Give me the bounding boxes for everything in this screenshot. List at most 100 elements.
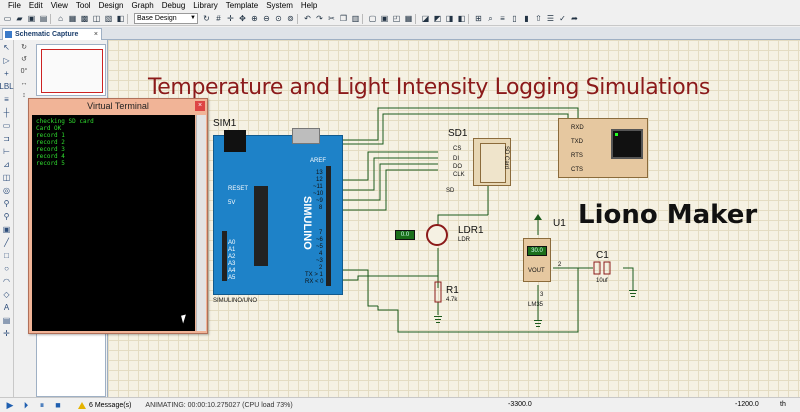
step-icon[interactable]: ⏵ [23,399,29,410]
tab-schematic-capture[interactable]: Schematic Capture × [2,28,102,40]
menu-debug[interactable]: Debug [161,1,186,10]
home-icon[interactable]: ⌂ [58,14,63,23]
undo-icon[interactable]: ↶ [304,14,311,23]
pick-device-icon[interactable]: ◪ [421,14,430,23]
zoom-in-icon[interactable]: ⊕ [251,14,258,23]
netlist-icon[interactable]: ☰ [546,14,555,23]
property-tool-icon[interactable]: ≡ [500,14,505,23]
messages-indicator[interactable]: 6 Message(s) [78,401,131,409]
menu-tool[interactable]: Tool [75,1,91,10]
circle-icon[interactable]: ○ [4,264,9,273]
block-copy-icon[interactable]: ▢ [368,14,377,23]
cut-icon[interactable]: ✂ [328,14,335,23]
block-delete-icon[interactable]: ▦ [404,14,413,23]
terminal-scrollbar[interactable] [196,115,206,331]
play-icon[interactable]: ▶ [6,399,14,410]
junction-dot-icon[interactable]: + [4,69,9,78]
menu-template[interactable]: Template [225,1,259,10]
line-icon[interactable]: ╱ [4,238,9,247]
mirror-vertical-icon[interactable]: ↕ [22,91,26,99]
lm35-meter: 30.0 [527,246,547,256]
new-sheet-icon[interactable]: ▯ [512,14,517,23]
package-tool-icon[interactable]: ◨ [445,14,454,23]
rotate-clockwise-icon[interactable]: ↻ [21,43,27,51]
subcircuit-icon[interactable]: ▭ [2,121,11,130]
pause-icon[interactable]: ⏸ [39,399,45,410]
close-icon[interactable]: × [195,101,205,111]
overview-window[interactable] [36,44,106,96]
zoom-area-icon[interactable]: ⊚ [287,14,294,23]
menu-view[interactable]: View [50,1,68,10]
mirror-horizontal-icon[interactable]: ↔ [20,79,28,87]
schematic-canvas[interactable]: Temperature and Light Intensity Logging … [107,40,800,397]
marker-icon[interactable]: ✛ [3,329,10,338]
arduino-board[interactable]: SIMULINO AREF RESET 5V [213,128,343,295]
design-select[interactable]: Base Design▼ [134,13,198,24]
search-icon[interactable]: ⌕ [488,13,493,23]
save-icon[interactable]: ▣ [27,14,36,23]
pcb-icon[interactable]: ▩ [80,14,89,23]
bom-icon[interactable]: ▧ [104,14,113,23]
selection-mode-icon[interactable]: ↖ [3,43,10,52]
source-code-icon[interactable]: ◧ [116,14,125,23]
terminals-icon[interactable]: ⊐ [3,134,10,143]
component-mode-icon[interactable]: ▷ [3,56,10,65]
overview-viewport[interactable] [41,49,103,93]
netlist-to-pcb-icon[interactable]: ➦ [571,14,578,23]
electrical-check-icon[interactable]: ✓ [559,14,566,23]
origin-icon[interactable]: ✛ [227,14,234,23]
schematic-icon[interactable]: ▦ [68,14,77,23]
exit-to-parent-icon[interactable]: ⇧ [535,14,542,23]
device-pins-icon[interactable]: ⊢ [3,147,10,156]
current-probe-icon[interactable]: ⚲ [3,212,10,221]
gerber-icon[interactable]: ◫ [92,14,101,23]
symbol-icon[interactable]: ▤ [2,316,11,325]
grid-icon[interactable]: # [216,14,221,23]
decompose-icon[interactable]: ◧ [457,14,466,23]
wire-label-icon[interactable]: LBL [0,82,14,91]
new-file-icon[interactable]: ▭ [3,14,12,23]
remove-sheet-icon[interactable]: ▮ [524,14,529,23]
pan-icon[interactable]: ✥ [239,14,246,23]
graph-icon[interactable]: ⊿ [3,160,10,169]
block-move-icon[interactable]: ▣ [380,14,389,23]
menu-system[interactable]: System [266,1,293,10]
sd-card-module[interactable] [473,138,511,186]
close-icon[interactable]: ▤ [39,14,48,23]
virtual-terminal-window[interactable]: Virtual Terminal × checking SD card Card… [28,98,208,334]
lm35-sensor[interactable] [523,238,551,282]
menu-file[interactable]: File [8,1,21,10]
paste-icon[interactable]: ▥ [351,14,360,23]
virtual-instruments-icon[interactable]: ▣ [2,225,11,234]
stop-icon[interactable]: ■ [55,400,61,410]
tab-close-icon[interactable]: × [93,31,98,38]
zoom-all-icon[interactable]: ⊙ [275,14,282,23]
make-device-icon[interactable]: ◩ [433,14,442,23]
block-rotate-icon[interactable]: ◰ [392,14,401,23]
redo-icon[interactable]: ↷ [316,14,323,23]
wire-autorouter-icon[interactable]: ⊞ [475,14,482,23]
buses-icon[interactable]: ┼ [3,108,10,117]
rotation-value[interactable]: 0° [20,67,28,75]
box-icon[interactable]: □ [4,251,9,260]
path-icon[interactable]: ◇ [3,290,10,299]
arc-icon[interactable]: ◠ [3,277,10,286]
copy-icon[interactable]: ❐ [339,14,348,23]
menu-help[interactable]: Help [300,1,318,10]
menu-design[interactable]: Design [98,1,124,10]
menu-graph[interactable]: Graph [131,1,154,10]
rotate-anticlockwise-icon[interactable]: ↺ [21,55,27,63]
zoom-out-icon[interactable]: ⊖ [263,14,270,23]
menu-library[interactable]: Library [193,1,218,10]
open-folder-icon[interactable]: ▰ [16,14,23,23]
text-icon[interactable]: A [3,303,10,312]
tape-recorder-icon[interactable]: ◫ [2,173,11,182]
generator-icon[interactable]: ◎ [3,186,10,195]
menu-edit[interactable]: Edit [28,1,43,10]
ldr-component[interactable] [426,224,448,246]
refresh-icon[interactable]: ↻ [203,14,210,23]
voltage-probe-icon[interactable]: ⚲ [3,199,10,208]
text-script-icon[interactable]: ≡ [4,95,9,104]
terminal-output[interactable]: checking SD card Card OK record 1 record… [32,115,195,331]
virtual-terminal-device[interactable] [558,118,648,178]
